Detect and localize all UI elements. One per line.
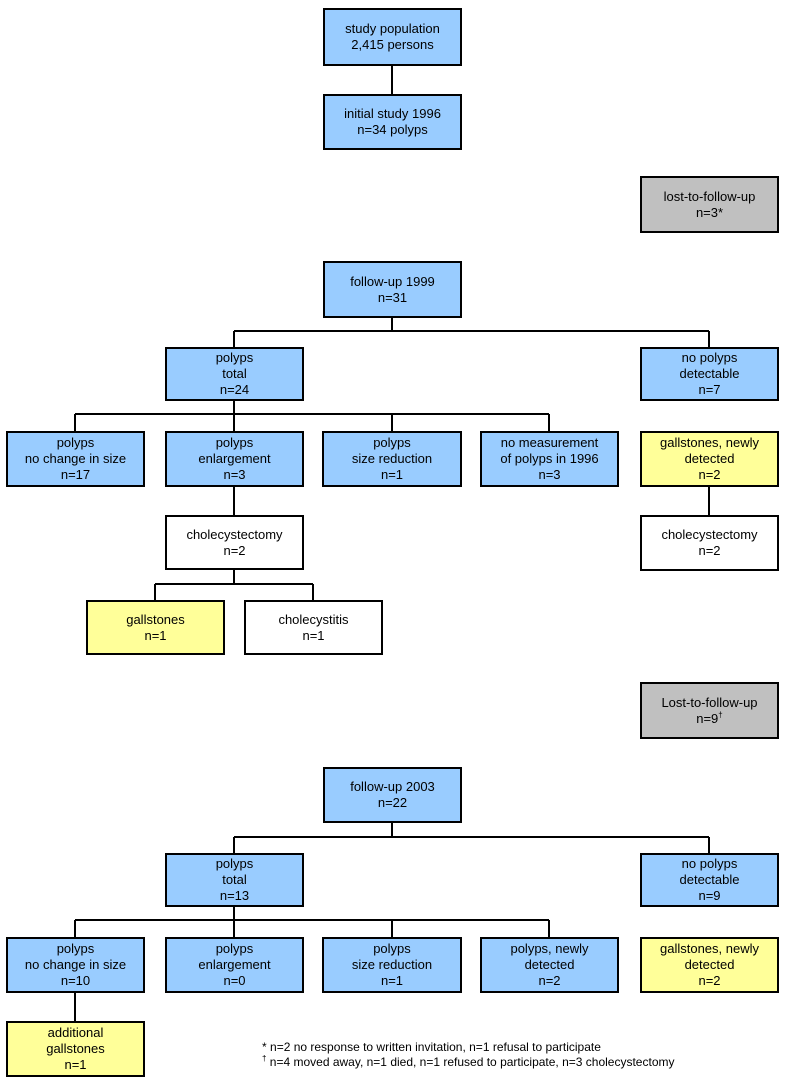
footnote-dagger: † n=4 moved away, n=1 died, n=1 refused … (262, 1054, 675, 1070)
footnote-star: * n=2 no response to written invitation,… (262, 1040, 601, 1054)
footnote-star-text: n=2 no response to written invitation, n… (270, 1040, 601, 1054)
gallstones-newly-2003-box: gallstones, newly detected n=2 (640, 937, 779, 993)
size-reduction-1999-box: polyps size reduction n=1 (322, 431, 462, 487)
dagger-mark-footnote: † (262, 1054, 267, 1063)
enlargement-2003-box: polyps enlargement n=0 (165, 937, 304, 993)
no-polyps-1999-box: no polyps detectable n=7 (640, 347, 779, 401)
polyps-total-1999-box: polyps total n=24 (165, 347, 304, 401)
follow-up-2003-box: follow-up 2003 n=22 (323, 767, 462, 823)
nochange-1999-box: polyps no change in size n=17 (6, 431, 145, 487)
polyps-total-2003-box: polyps total n=13 (165, 853, 304, 907)
size-reduction-2003-box: polyps size reduction n=1 (322, 937, 462, 993)
cholecystectomy-1999-box: cholecystectomy n=2 (165, 515, 304, 570)
enlargement-1999-box: polyps enlargement n=3 (165, 431, 304, 487)
cholecystitis-1999-box: cholecystitis n=1 (244, 600, 383, 655)
study-population-box: study population 2,415 persons (323, 8, 462, 66)
follow-up-1999-box: follow-up 1999 n=31 (323, 261, 462, 318)
no-measurement-1999-box: no measurement of polyps in 1996 n=3 (480, 431, 619, 487)
dagger-mark: † (718, 710, 723, 720)
lost-to-follow-up-box-2: Lost-to-follow-up n=9† (640, 682, 779, 739)
cholecystectomy-1999-right-box: cholecystectomy n=2 (640, 515, 779, 571)
gallstones-1999-box: gallstones n=1 (86, 600, 225, 655)
star-mark: * (262, 1040, 267, 1054)
initial-study-box: initial study 1996 n=34 polyps (323, 94, 462, 150)
lost-to-follow-up-box-1: lost-to-follow-up n=3* (640, 176, 779, 233)
additional-gallstones-2003-box: additional gallstones n=1 (6, 1021, 145, 1077)
footnote-dagger-text: n=4 moved away, n=1 died, n=1 refused to… (269, 1055, 675, 1069)
lost2-count: n=9 (696, 710, 719, 726)
nochange-2003-box: polyps no change in size n=10 (6, 937, 145, 993)
no-polyps-2003-box: no polyps detectable n=9 (640, 853, 779, 907)
polyps-newly-2003-box: polyps, newly detected n=2 (480, 937, 619, 993)
gallstones-newly-1999-box: gallstones, newly detected n=2 (640, 431, 779, 487)
